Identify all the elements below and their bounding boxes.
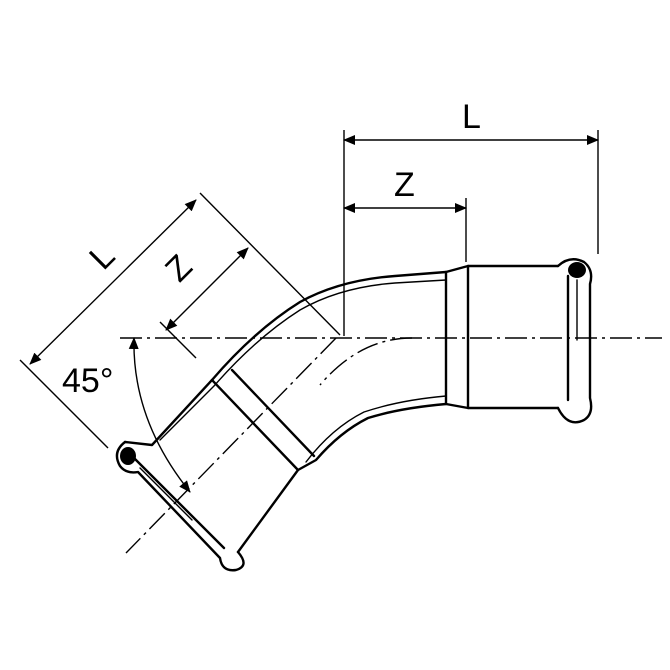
angle-dimension [128, 337, 191, 493]
elbow-body [115, 258, 593, 572]
angled-dimensions [19, 192, 341, 449]
extension-line-angled-top [199, 192, 341, 336]
elbow-center-arc [319, 337, 413, 386]
inner-wall [236, 402, 560, 554]
angled-center-line [125, 337, 337, 554]
inner-wall-inner-line [305, 395, 447, 463]
label-l-angled: L [82, 237, 122, 277]
horizontal-dimensions [343, 130, 599, 336]
angle-arc [128, 337, 191, 493]
label-l-horizontal: L [462, 98, 481, 136]
label-angle: 45° [62, 362, 113, 400]
angled-bead-band-1 [210, 378, 300, 472]
angled-socket-face [132, 456, 226, 550]
outer-wall [123, 264, 560, 447]
label-z-angled: Z [158, 248, 200, 290]
right-socket [556, 258, 593, 424]
dimension-line-z-angled [165, 247, 249, 331]
angled-socket [115, 440, 245, 572]
sealing-rings [120, 262, 586, 465]
dimension-line-l-angled [29, 199, 197, 365]
label-z-horizontal: Z [394, 166, 415, 204]
right-o-ring [568, 262, 586, 278]
extension-line-angled-bottom [19, 359, 109, 449]
angled-o-ring [120, 447, 136, 465]
outer-wall-inner-line [159, 279, 447, 441]
angled-bead-band-2 [230, 368, 316, 458]
extension-line-angled-z [159, 321, 197, 359]
center-lines [120, 337, 662, 554]
